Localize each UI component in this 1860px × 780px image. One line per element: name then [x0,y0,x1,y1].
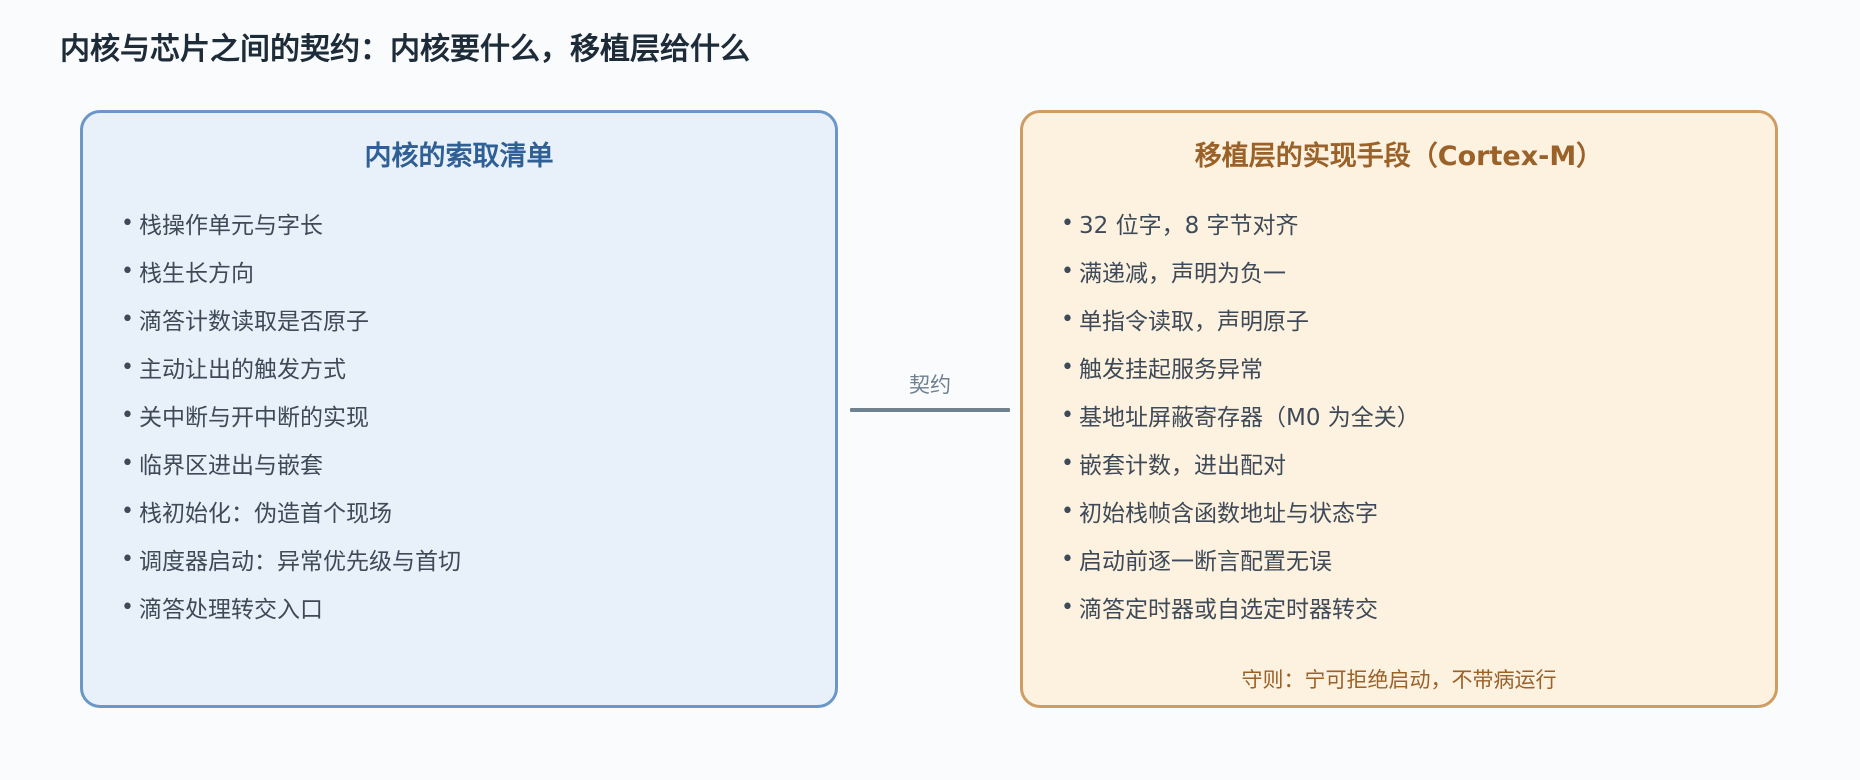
list-item-text: 单指令读取，声明原子 [1079,309,1309,335]
list-item: •滴答计数读取是否原子 [121,295,461,343]
list-item: •调度器启动：异常优先级与首切 [121,535,461,583]
bullet-icon: • [121,594,134,620]
page-title: 内核与芯片之间的契约：内核要什么，移植层给什么 [60,32,750,67]
list-item: •触发挂起服务异常 [1061,343,1420,391]
list-item-text: 临界区进出与嵌套 [139,453,323,479]
port-layer-panel: 移植层的实现手段（Cortex-M） •32 位字，8 字节对齐 •满递减，声明… [1020,110,1778,708]
bullet-icon: • [1061,258,1074,284]
list-item-text: 调度器启动：异常优先级与首切 [139,549,461,575]
list-item: •初始栈帧含函数地址与状态字 [1061,487,1420,535]
list-item: •栈生长方向 [121,247,461,295]
list-item-text: 栈初始化：伪造首个现场 [139,501,392,527]
bullet-icon: • [1061,306,1074,332]
bullet-icon: • [1061,498,1074,524]
list-item: •临界区进出与嵌套 [121,439,461,487]
list-item-text: 关中断与开中断的实现 [139,405,369,431]
list-item-text: 嵌套计数，进出配对 [1079,453,1286,479]
list-item-text: 栈操作单元与字长 [139,213,323,239]
list-item-text: 滴答处理转交入口 [139,597,323,623]
list-item-text: 主动让出的触发方式 [139,357,346,383]
bullet-icon: • [121,546,134,572]
list-item: •栈初始化：伪造首个现场 [121,487,461,535]
list-item-text: 满递减，声明为负一 [1079,261,1286,287]
bullet-icon: • [1061,354,1074,380]
kernel-requirements-title: 内核的索取清单 [364,141,554,172]
footnote: 守则：宁可拒绝启动，不带病运行 [1241,668,1557,692]
bullet-icon: • [1061,402,1074,428]
list-item: •启动前逐一断言配置无误 [1061,535,1420,583]
list-item: •关中断与开中断的实现 [121,391,461,439]
port-layer-list: •32 位字，8 字节对齐 •满递减，声明为负一 •单指令读取，声明原子 •触发… [1061,199,1420,631]
bullet-icon: • [121,306,134,332]
list-item: •滴答处理转交入口 [121,583,461,631]
bullet-icon: • [1061,210,1074,236]
bullet-icon: • [121,450,134,476]
connector-label: 契约 [909,373,951,397]
list-item: •主动让出的触发方式 [121,343,461,391]
list-item-text: 启动前逐一断言配置无误 [1079,549,1332,575]
kernel-requirements-panel: 内核的索取清单 •栈操作单元与字长 •栈生长方向 •滴答计数读取是否原子 •主动… [80,110,838,708]
list-item-text: 滴答计数读取是否原子 [139,309,369,335]
list-item: •单指令读取，声明原子 [1061,295,1420,343]
bullet-icon: • [1061,594,1074,620]
bullet-icon: • [121,354,134,380]
bullet-icon: • [121,402,134,428]
kernel-requirements-list: •栈操作单元与字长 •栈生长方向 •滴答计数读取是否原子 •主动让出的触发方式 … [121,199,461,631]
bullet-icon: • [121,210,134,236]
list-item: •滴答定时器或自选定时器转交 [1061,583,1420,631]
list-item: •基地址屏蔽寄存器（M0 为全关） [1061,391,1420,439]
list-item-text: 栈生长方向 [139,261,254,287]
bullet-icon: • [121,258,134,284]
bullet-icon: • [1061,546,1074,572]
list-item: •满递减，声明为负一 [1061,247,1420,295]
list-item: •32 位字，8 字节对齐 [1061,199,1420,247]
list-item: •栈操作单元与字长 [121,199,461,247]
bullet-icon: • [121,498,134,524]
list-item-text: 基地址屏蔽寄存器（M0 为全关） [1079,405,1420,431]
list-item: •嵌套计数，进出配对 [1061,439,1420,487]
connector-line [850,408,1010,412]
list-item-text: 初始栈帧含函数地址与状态字 [1079,501,1378,527]
list-item-text: 滴答定时器或自选定时器转交 [1079,597,1378,623]
list-item-text: 32 位字，8 字节对齐 [1079,213,1299,239]
port-layer-title: 移植层的实现手段（Cortex-M） [1194,141,1604,172]
list-item-text: 触发挂起服务异常 [1079,357,1263,383]
bullet-icon: • [1061,450,1074,476]
